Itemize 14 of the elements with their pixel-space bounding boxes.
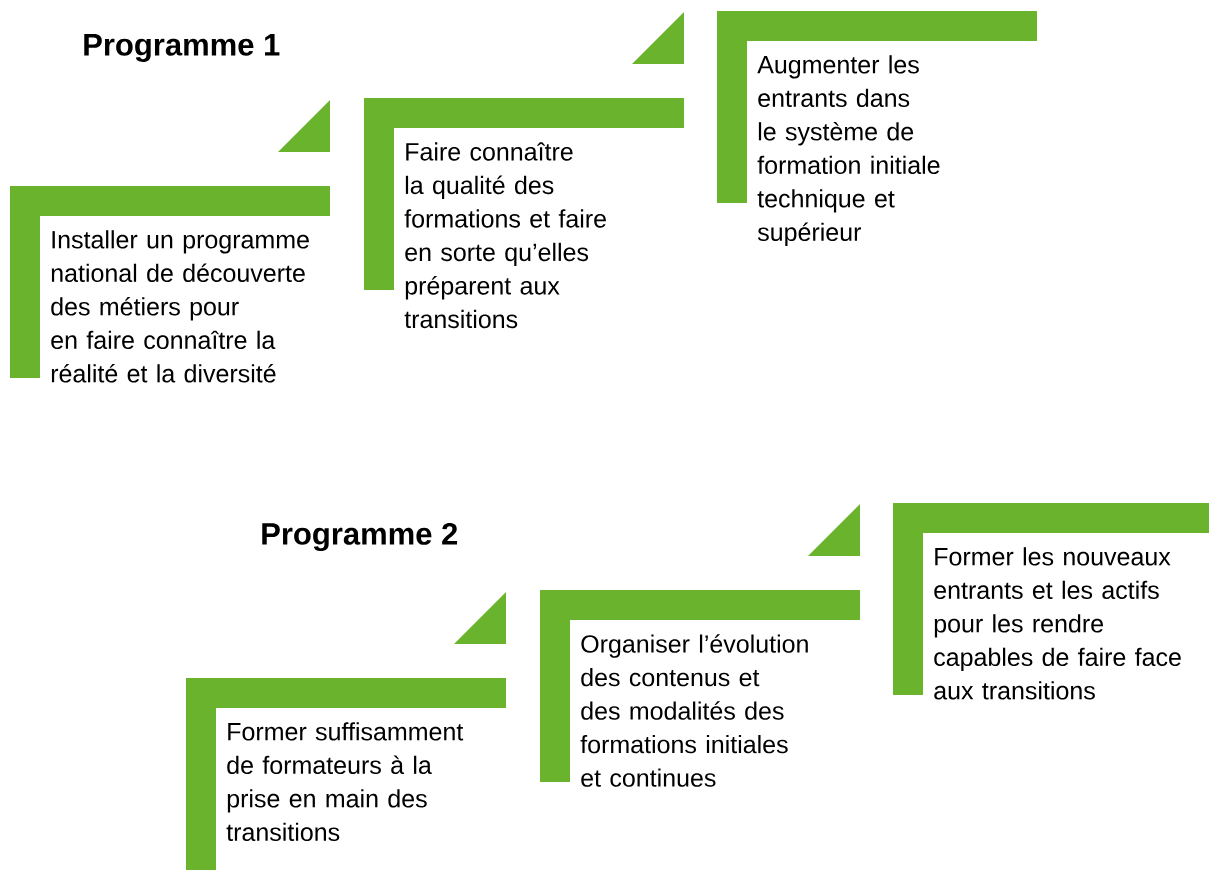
node-label: Augmenter les entrants dans le système de formation initiale technique et supérieur <box>757 55 940 247</box>
node-label: Former suffisamment de formateurs à la prise en main des transitions <box>226 722 464 842</box>
node-label: Organiser l’évolution des contenus et des modalités des formations initiales et continues <box>580 634 808 787</box>
step-box: Installer un programme national de découverte des métiers pour en faire connaître la réalité et la diversité <box>10 186 330 383</box>
node-label: Former les nouveaux entrants et les actifs pour les rendre capables de faire face aux transitions <box>934 547 1181 700</box>
step-box: Faire connaître la qualité des formations et faire en sorte qu’elles préparent aux transitions <box>364 98 684 329</box>
node-label: Faire connaître la qualité des formations et faire en sorte qu’elles préparent aux transitions <box>404 142 606 329</box>
heading: Programme 2 <box>262 522 458 552</box>
step-box: Former les nouveaux entrants et les actifs pour les rendre capables de faire face aux transitions <box>893 503 1209 700</box>
step-box: Augmenter les entrants dans le système de formation initiale technique et supérieur <box>717 11 1037 246</box>
step-box: Former suffisamment de formateurs à la prise en main des transitions <box>186 678 506 870</box>
step-box: Organiser l’évolution des contenus et des modalités des formations initiales et continues <box>540 590 860 787</box>
node-label: Installer un programme national de découverte des métiers pour en faire connaître la réalité et la diversité <box>51 230 309 383</box>
heading: Programme 1 <box>84 34 280 62</box>
